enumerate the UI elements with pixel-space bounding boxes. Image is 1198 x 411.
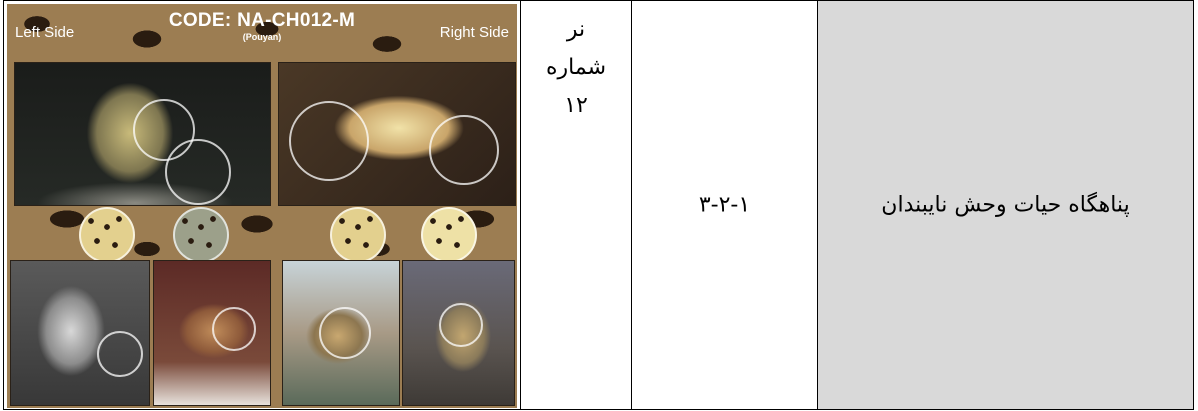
left-side-photo-flash (153, 260, 271, 406)
animal-name-label: (Pouyan) (242, 32, 282, 42)
section-code-cell: ۳-۲-۱ (632, 1, 818, 409)
site-name-cell: پناهگاه حیات وحش نایبندان (818, 1, 1193, 409)
right-side-photo-night (278, 62, 516, 206)
pattern-closeup-3 (330, 207, 386, 263)
section-code-text: ۳-۲-۱ (698, 192, 751, 218)
pattern-closeup-4 (421, 207, 477, 263)
pattern-closeup-2 (173, 207, 229, 263)
info-table: Left Side CODE: NA-CH012-M (Pouyan) Righ… (3, 0, 1194, 410)
image-cell: Left Side CODE: NA-CH012-M (Pouyan) Righ… (4, 1, 521, 409)
right-side-photo-waterhole (282, 260, 400, 406)
left-side-label: Left Side (15, 24, 75, 41)
code-label: CODE: NA-CH012-M (168, 10, 356, 31)
left-side-photo-night (14, 62, 271, 206)
cheetah-id-panel: Left Side CODE: NA-CH012-M (Pouyan) Righ… (7, 4, 517, 408)
panel-header: Left Side CODE: NA-CH012-M (Pouyan) Righ… (7, 4, 517, 60)
pattern-closeup-1 (79, 207, 135, 263)
left-side-photo-bw (10, 260, 150, 406)
site-name-text: پناهگاه حیات وحش نایبندان (881, 192, 1130, 218)
sex-number-cell: نر شماره ۱۲ (521, 1, 632, 409)
right-side-label: Right Side (439, 24, 509, 41)
sex-label: نر (566, 17, 586, 42)
number-word-label: شماره (546, 55, 607, 80)
right-side-photo-rocks (402, 260, 515, 406)
number-value-label: ۱۲ (564, 93, 588, 118)
